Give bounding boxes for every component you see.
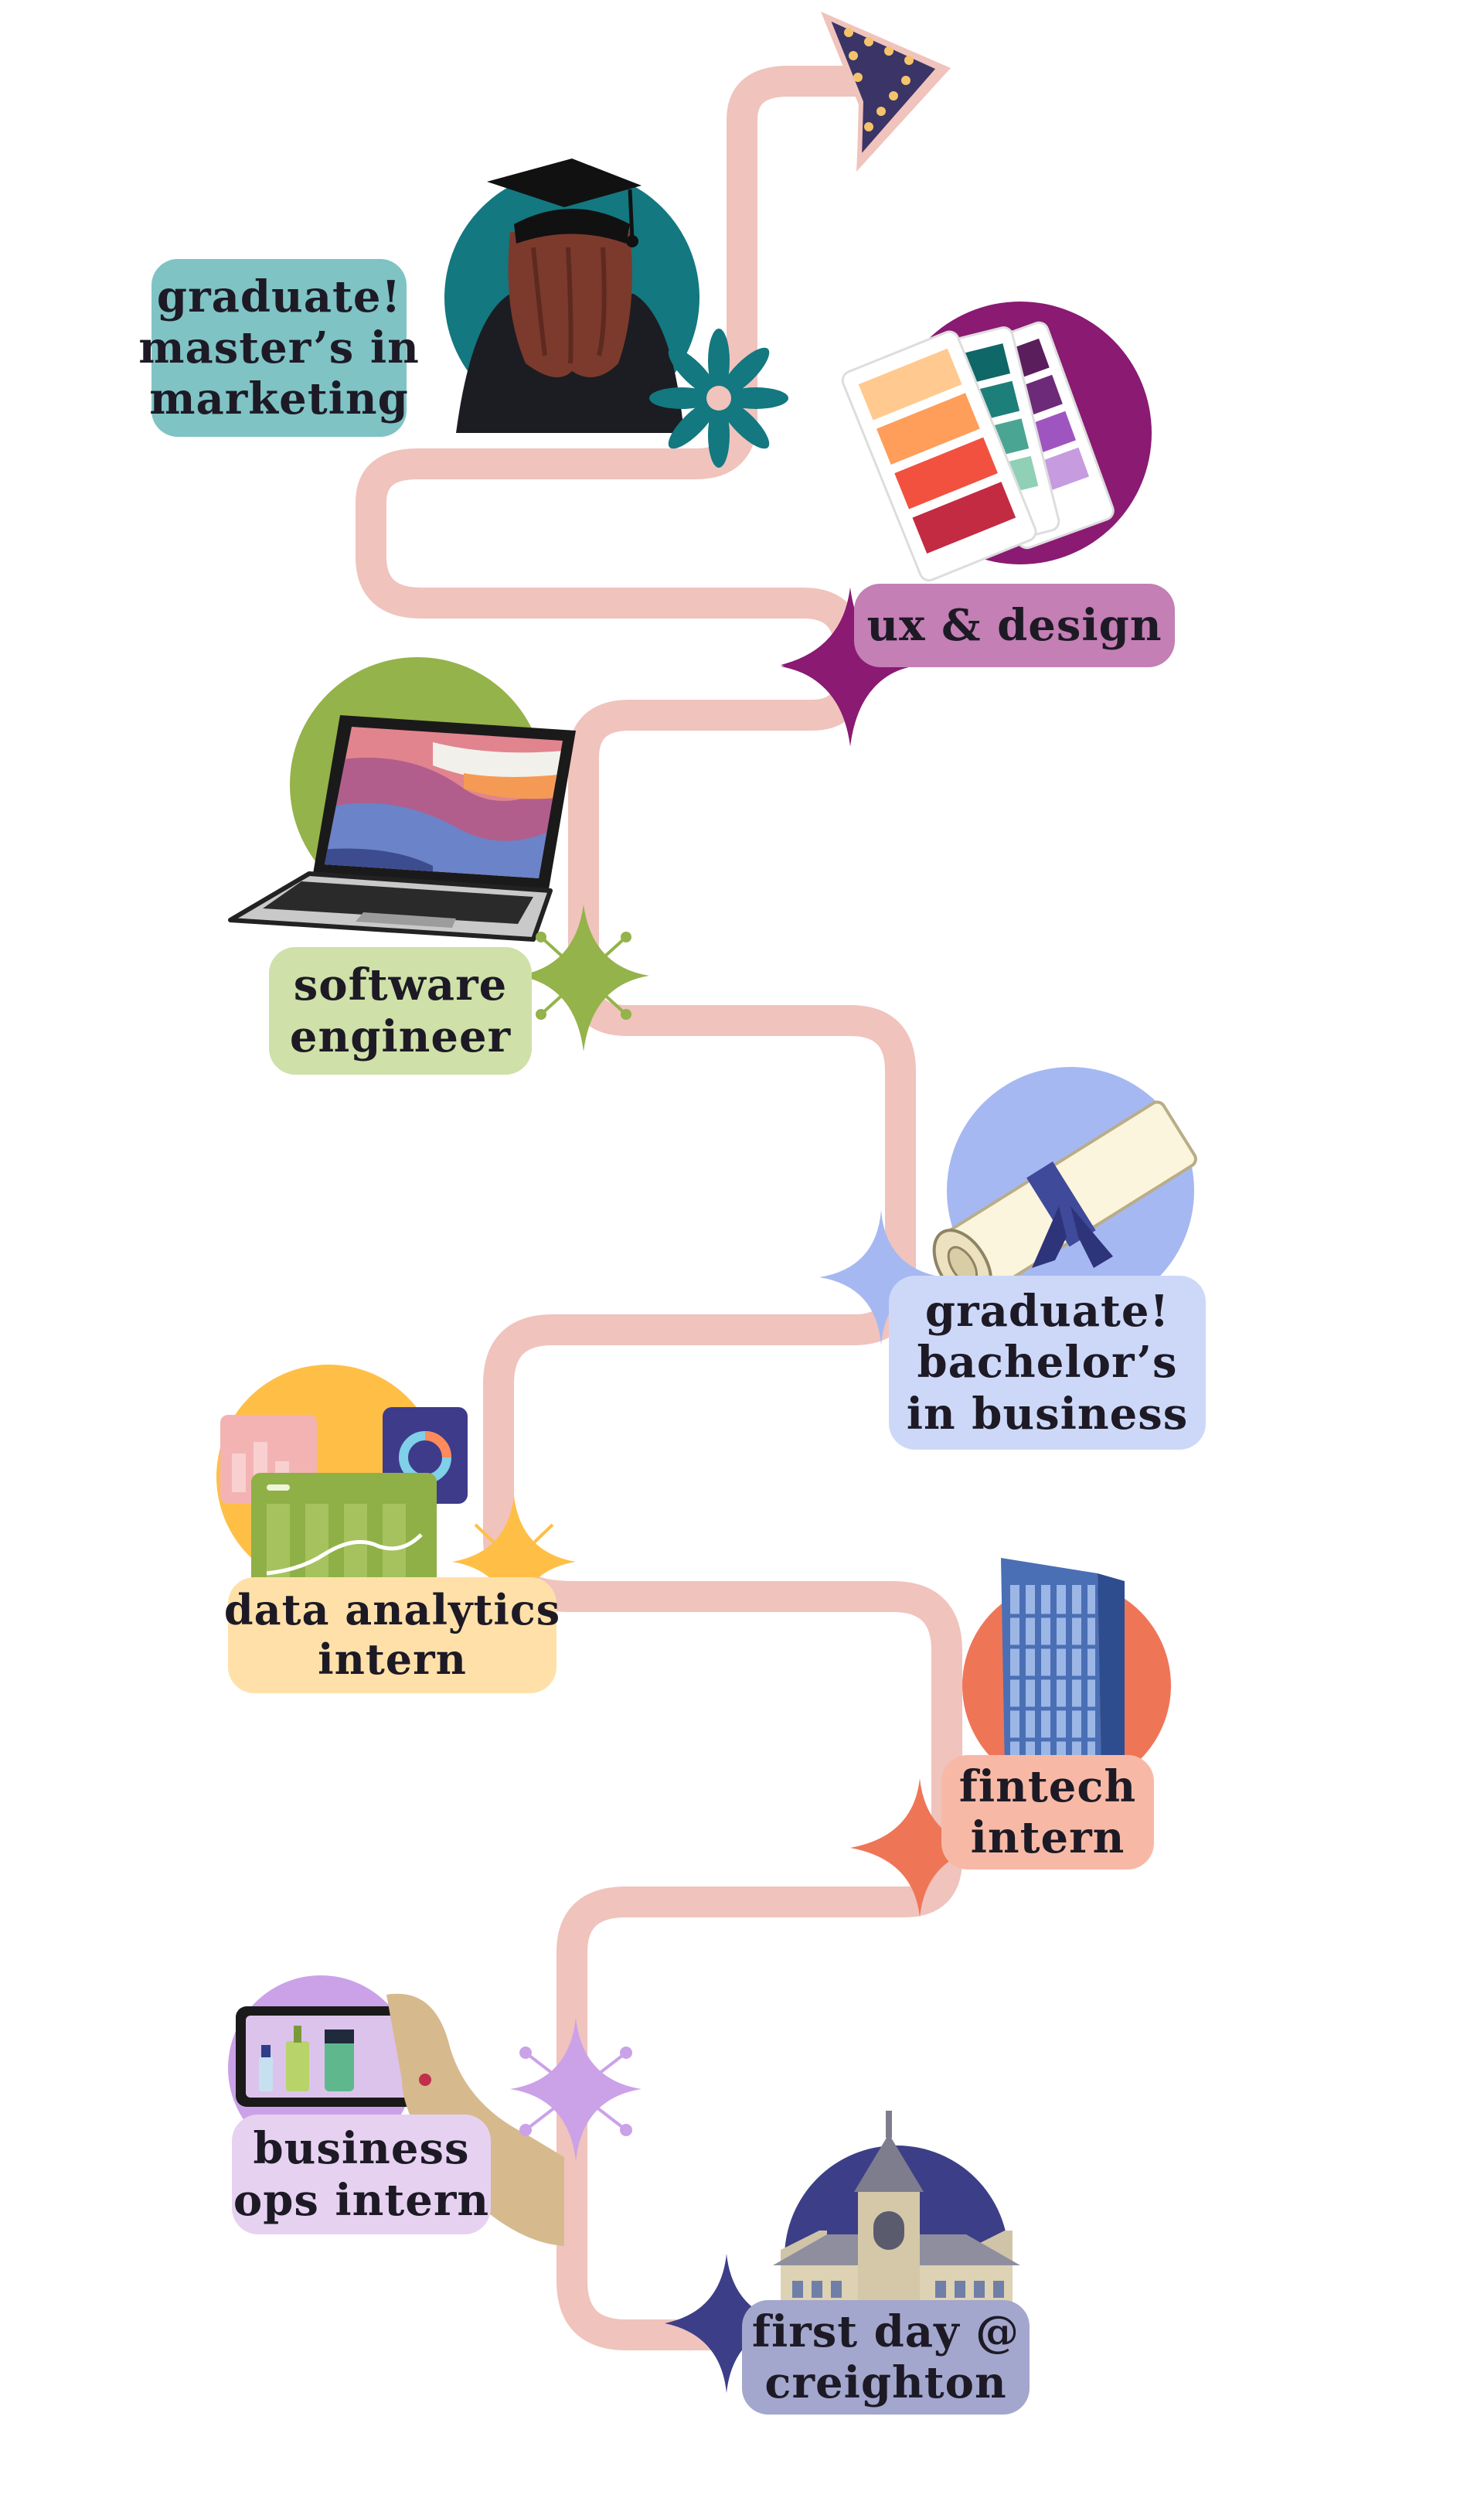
milestone-label-ux-design: ux & design bbox=[854, 584, 1175, 667]
laptop-icon bbox=[228, 657, 576, 942]
color-swatch-palette-icon bbox=[841, 302, 1152, 582]
phone-product-photo-icon bbox=[228, 1975, 564, 2246]
label-line: marketing bbox=[149, 373, 409, 425]
analytics-dashboard-icon bbox=[216, 1365, 468, 1600]
milestone-label-data-analytics: data analytics intern bbox=[224, 1577, 560, 1693]
label-line: intern bbox=[318, 1634, 467, 1684]
diploma-scroll-icon bbox=[932, 1067, 1197, 1314]
milestone-label-bachelors: graduate! bachelor’s in business bbox=[889, 1276, 1206, 1450]
roadmap-path bbox=[356, 66, 962, 2350]
label-line: ux & design bbox=[866, 599, 1162, 651]
label-line: master’s in bbox=[138, 322, 420, 373]
finish-arrow-icon bbox=[821, 12, 951, 172]
lilac-star-sparkle-icon bbox=[510, 2018, 642, 2161]
label-line: fintech bbox=[958, 1760, 1137, 1812]
navy-star-sparkle-icon bbox=[665, 2254, 788, 2393]
label-line: ops intern bbox=[233, 2174, 490, 2226]
label-line: graduate! bbox=[156, 271, 402, 322]
green-star-sparkle-icon bbox=[518, 905, 649, 1051]
coral-star-sparkle-icon bbox=[850, 1778, 982, 1917]
label-line: bachelor’s bbox=[917, 1337, 1178, 1389]
label-line: business bbox=[253, 2123, 470, 2175]
label-line: software bbox=[293, 959, 508, 1011]
graduation-cap-student-icon bbox=[444, 158, 699, 433]
label-line: creighton bbox=[764, 2357, 1007, 2408]
milestone-label-creighton: first day @ creighton bbox=[742, 2300, 1030, 2415]
milestone-label-business-ops: business ops intern bbox=[232, 2115, 491, 2234]
label-line: graduate! bbox=[924, 1286, 1170, 1338]
magenta-star-sparkle-icon bbox=[781, 588, 912, 746]
label-line: in business bbox=[906, 1388, 1189, 1440]
label-line: intern bbox=[970, 1812, 1125, 1863]
blue-star-sparkle-icon bbox=[819, 1210, 943, 1345]
label-line: engineer bbox=[289, 1011, 512, 1062]
teal-flower-sparkle-icon bbox=[649, 329, 788, 468]
milestone-label-masters: graduate! master’s in marketing bbox=[138, 259, 419, 437]
label-line: first day @ bbox=[751, 2306, 1020, 2357]
milestone-label-fintech: fintech intern bbox=[941, 1755, 1154, 1869]
milestone-label-software-engineer: software engineer bbox=[269, 947, 532, 1075]
label-line: data analytics bbox=[223, 1585, 561, 1635]
office-skyscraper-icon bbox=[962, 1558, 1171, 1790]
